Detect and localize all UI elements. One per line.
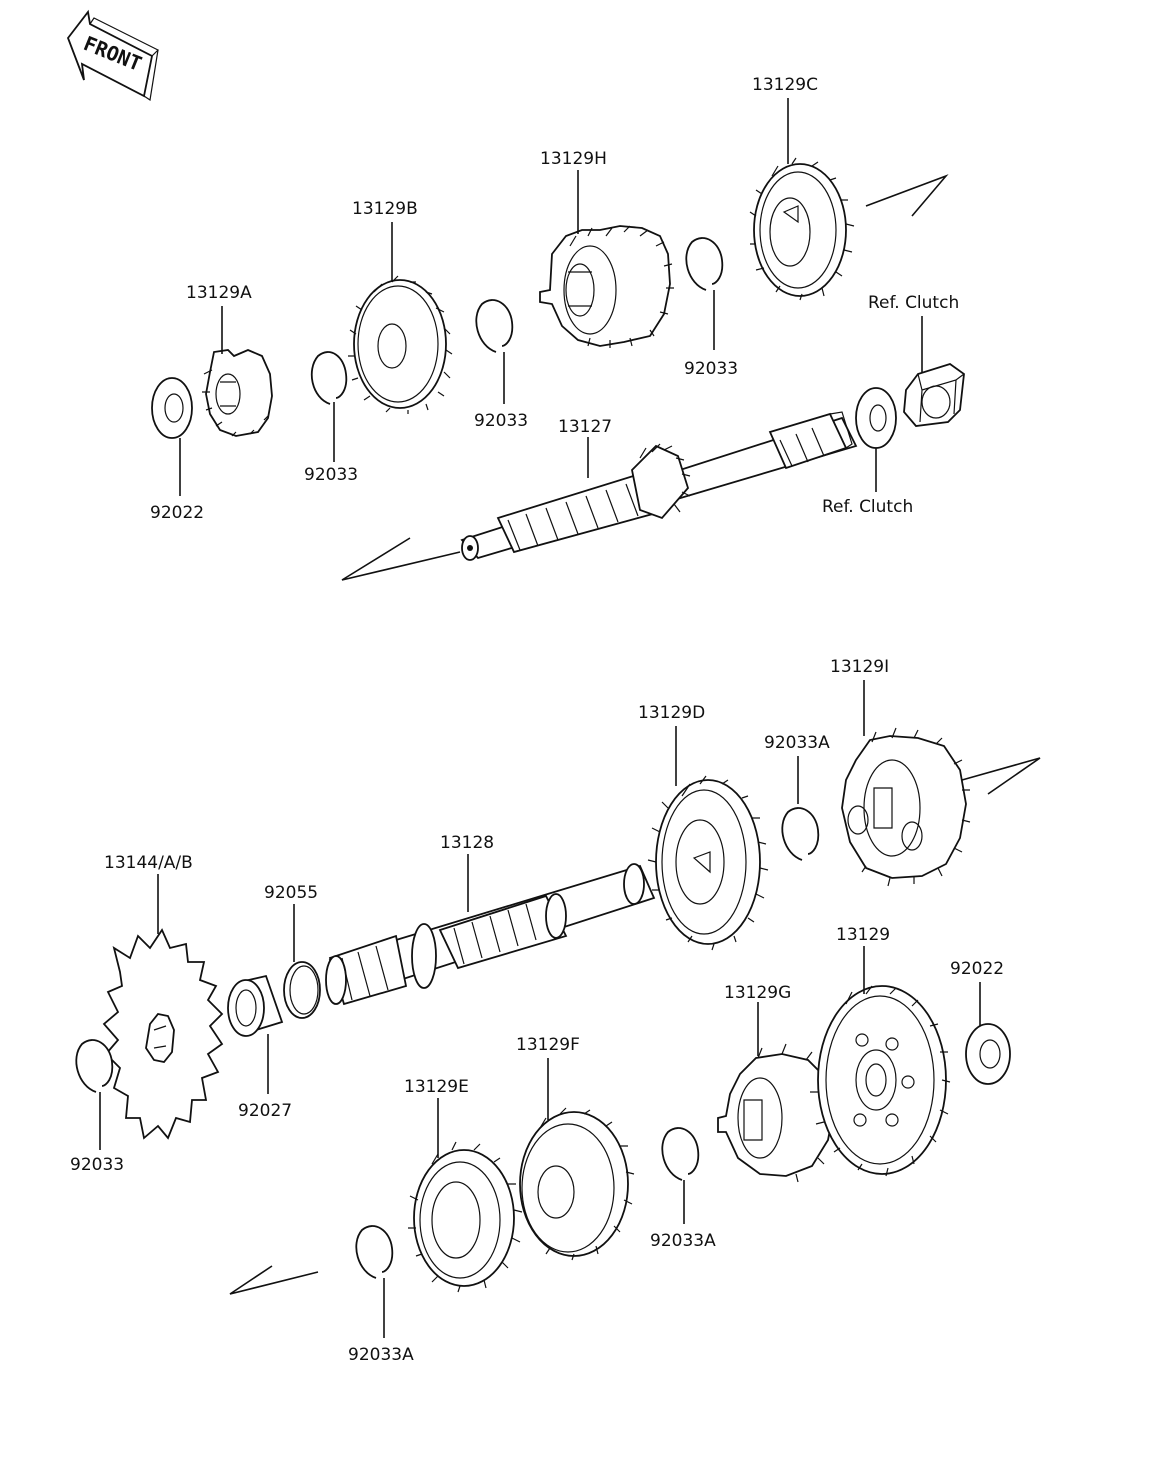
axis-arrow-lower-left bbox=[229, 1265, 319, 1295]
part-92033-circlip-lower bbox=[75, 1039, 114, 1093]
part-13144-sprocket bbox=[102, 928, 224, 1140]
axis-arrow-lower-right bbox=[961, 757, 1041, 795]
label-92033-lower: 92033 bbox=[70, 1155, 124, 1175]
label-13129D: 13129D bbox=[638, 703, 705, 723]
front-arrow-icon: FRONT bbox=[66, 9, 160, 102]
label-92033-upper-left: 92033 bbox=[304, 465, 358, 485]
label-13129B: 13129B bbox=[352, 199, 418, 219]
label-ref-clutch-washer: Ref. Clutch bbox=[822, 497, 913, 517]
part-13129A-gear bbox=[202, 349, 273, 437]
axis-arrow-upper-right bbox=[865, 174, 949, 217]
part-92033A-circlip-mid bbox=[661, 1127, 700, 1181]
part-92033-circlip-upper-right bbox=[685, 237, 724, 291]
label-13144: 13144/A/B bbox=[104, 853, 193, 873]
label-13129H: 13129H bbox=[540, 149, 607, 169]
label-92033A-lower: 92033A bbox=[348, 1345, 414, 1365]
label-13129E: 13129E bbox=[404, 1077, 469, 1097]
ref-clutch-nut bbox=[903, 363, 965, 427]
label-13128: 13128 bbox=[440, 833, 494, 853]
part-13129C-gear bbox=[749, 157, 855, 301]
label-13129I: 13129I bbox=[830, 657, 889, 677]
label-92033-upper-right: 92033 bbox=[684, 359, 738, 379]
part-92033A-circlip-upper bbox=[781, 807, 820, 861]
part-13129E-gear bbox=[408, 1141, 523, 1293]
part-13129B-gear bbox=[348, 275, 453, 414]
part-92033-circlip-upper-left bbox=[310, 351, 348, 405]
part-13127-shaft bbox=[460, 411, 858, 561]
part-13129G-gear bbox=[717, 1043, 840, 1183]
label-13127: 13127 bbox=[558, 417, 612, 437]
ref-clutch-washer bbox=[855, 387, 897, 449]
label-13129A: 13129A bbox=[186, 283, 252, 303]
part-92033A-circlip-lower bbox=[355, 1225, 394, 1279]
part-13128-shaft bbox=[325, 863, 656, 1006]
label-92022-upper: 92022 bbox=[150, 503, 204, 523]
part-13129I-gear bbox=[841, 727, 971, 887]
label-92027: 92027 bbox=[238, 1101, 292, 1121]
part-92022-washer-lower bbox=[965, 1023, 1011, 1085]
label-13129F: 13129F bbox=[516, 1035, 580, 1055]
label-13129: 13129 bbox=[836, 925, 890, 945]
axis-arrow-upper-left bbox=[341, 537, 461, 581]
label-13129G: 13129G bbox=[724, 983, 791, 1003]
part-92022-washer-upper bbox=[151, 377, 193, 439]
label-92055: 92055 bbox=[264, 883, 318, 903]
label-92033A-mid: 92033A bbox=[650, 1231, 716, 1251]
label-92033-upper-mid: 92033 bbox=[474, 411, 528, 431]
label-ref-clutch-nut: Ref. Clutch bbox=[868, 293, 959, 313]
label-92033A-upper: 92033A bbox=[764, 733, 830, 753]
label-13129C: 13129C bbox=[752, 75, 818, 95]
part-92055-ring bbox=[283, 961, 321, 1019]
part-13129H-gear bbox=[539, 225, 674, 348]
part-92027-collar bbox=[227, 974, 284, 1037]
part-13129D-gear bbox=[647, 775, 769, 951]
label-92022-lower: 92022 bbox=[950, 959, 1004, 979]
part-92033-circlip-upper-mid bbox=[475, 299, 514, 353]
part-13129-gear bbox=[810, 985, 951, 1177]
part-13129F-gear bbox=[519, 1107, 635, 1261]
